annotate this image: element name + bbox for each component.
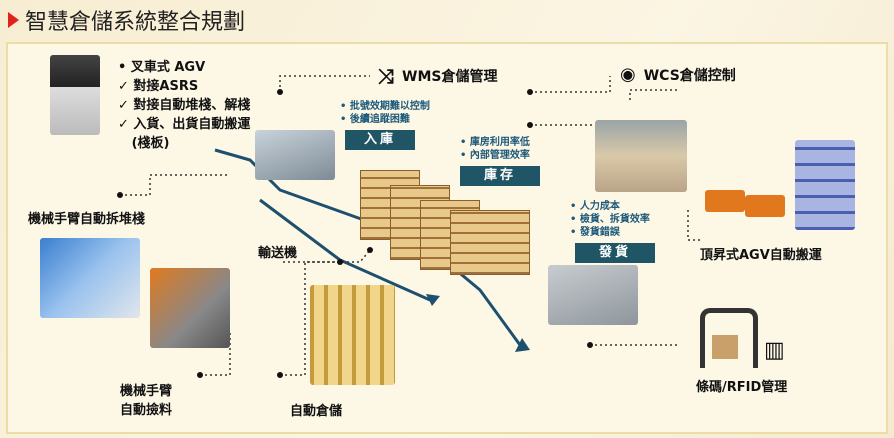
storage-bullet: • 內部管理效率 <box>460 150 530 161</box>
connector-line <box>279 75 370 92</box>
connector-line <box>120 174 230 196</box>
barcode-scanner-icon: ▥ <box>764 338 785 363</box>
inbound-bullet: • 批號效期難以控制 <box>340 101 430 112</box>
agv-item: ✓ 入貨、出貨自動搬運 <box>118 117 251 132</box>
connector-dot <box>587 342 593 348</box>
shipping-dock-image <box>548 265 638 325</box>
robot-picking-line: 自動撿料 <box>120 403 173 418</box>
forklift-agv-image <box>50 55 100 135</box>
asrs-label: 自動倉儲 <box>290 404 343 419</box>
shipping-bullet: • 檢貨、拆貨效率 <box>570 214 650 225</box>
connector-dot <box>527 122 533 128</box>
robot-picking-line: 機械手臂 <box>120 384 173 399</box>
wms-text: WMS倉儲管理 <box>402 69 498 85</box>
shuffle-icon: ⤨ <box>378 64 394 88</box>
title-text: 智慧倉儲系統整合規劃 <box>25 10 246 35</box>
connector-line <box>629 89 680 100</box>
shipping-bullet: • 發貨錯誤 <box>570 227 620 238</box>
rack-image <box>450 210 530 275</box>
inbound-tag: 入庫 <box>345 130 415 150</box>
agv-item: • 叉車式 AGV <box>118 60 206 75</box>
connector-dot <box>527 89 533 95</box>
asrs-image <box>310 285 395 385</box>
connector-dot <box>337 259 343 265</box>
storage-tag: 庫存 <box>460 166 540 186</box>
connector-line <box>200 330 231 376</box>
agv-item: (棧板) <box>118 136 170 151</box>
lift-agv-label: 頂昇式AGV自動搬運 <box>700 248 822 263</box>
lift-agv-image <box>745 195 785 217</box>
page-title: 智慧倉儲系統整合規劃 <box>8 4 245 36</box>
eye-icon: ◉ <box>620 64 636 85</box>
warehouse-photo <box>595 120 687 192</box>
agv-item: ✓ 對接自動堆棧、解棧 <box>118 98 251 113</box>
shipping-tag: 發貨 <box>575 243 655 263</box>
arrowhead <box>515 338 530 352</box>
box-icon <box>712 335 738 359</box>
connector-dot <box>367 247 373 253</box>
triangle-icon <box>8 12 19 28</box>
wms-label: ⤨ WMS倉儲管理 <box>378 64 497 88</box>
lift-agv-image <box>705 190 745 212</box>
connector-dot <box>277 372 283 378</box>
picking-robot-image <box>150 268 230 348</box>
inbound-bullet: • 後續追蹤困難 <box>340 114 410 125</box>
agv-feature-list: • 叉車式 AGV ✓ 對接ASRS ✓ 對接自動堆棧、解棧 ✓ 入貨、出貨自動… <box>118 56 250 151</box>
inbound-section: • 批號效期難以控制 • 後續追蹤困難 入庫 <box>340 100 430 150</box>
shipping-section: • 人力成本 • 檢貨、拆貨效率 • 發貨錯誤 發貨 <box>570 200 655 263</box>
storage-bullet: • 庫房利用率低 <box>460 137 530 148</box>
shelf-pod-image <box>795 140 855 230</box>
conveyor-label: 輸送機 <box>258 246 298 261</box>
connector-line <box>280 249 371 376</box>
connector-dot <box>197 372 203 378</box>
wcs-label: ◉ WCS倉儲控制 <box>620 64 736 85</box>
flow-arrow-main <box>214 148 522 346</box>
rfid-gate-icon <box>700 308 758 368</box>
flow-arrow-secondary <box>259 198 431 302</box>
connector-line <box>530 76 611 93</box>
barcode-label: 條碼/RFID管理 <box>696 380 788 395</box>
connector-line <box>687 210 700 241</box>
agv-item: ✓ 對接ASRS <box>118 79 199 94</box>
palletizing-robot-image <box>40 238 140 318</box>
arrowhead <box>426 294 440 306</box>
wcs-text: WCS倉儲控制 <box>643 67 736 84</box>
inbound-building-image <box>255 130 335 180</box>
robot-picking-label: 機械手臂自動撿料 <box>120 380 172 418</box>
storage-section: • 庫房利用率低 • 內部管理效率 庫存 <box>460 136 540 186</box>
connector-dot <box>117 192 123 198</box>
shipping-bullet: • 人力成本 <box>570 201 620 212</box>
connector-dot <box>277 89 283 95</box>
robot-palletizing-label: 機械手臂自動拆堆棧 <box>28 212 146 227</box>
